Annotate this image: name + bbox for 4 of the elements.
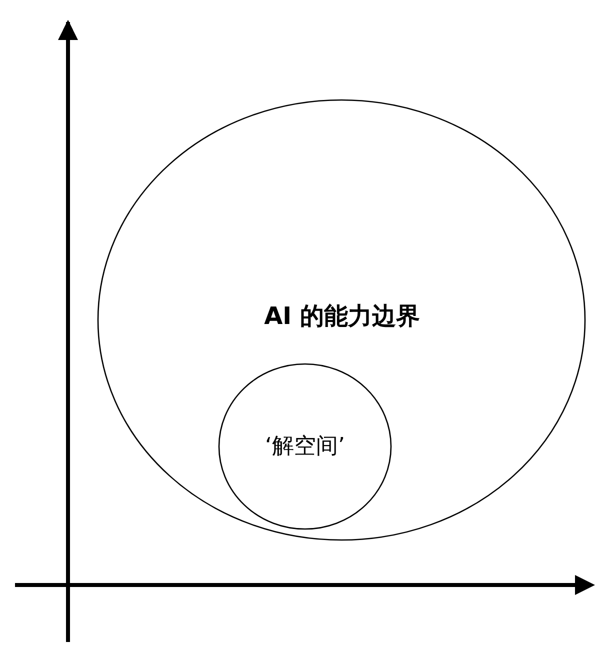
region-label: AI 的能力边界 xyxy=(264,301,420,332)
ellipse-region xyxy=(219,364,391,529)
ellipse-region xyxy=(98,100,585,540)
region-label: ‘解空间’ xyxy=(265,433,345,461)
